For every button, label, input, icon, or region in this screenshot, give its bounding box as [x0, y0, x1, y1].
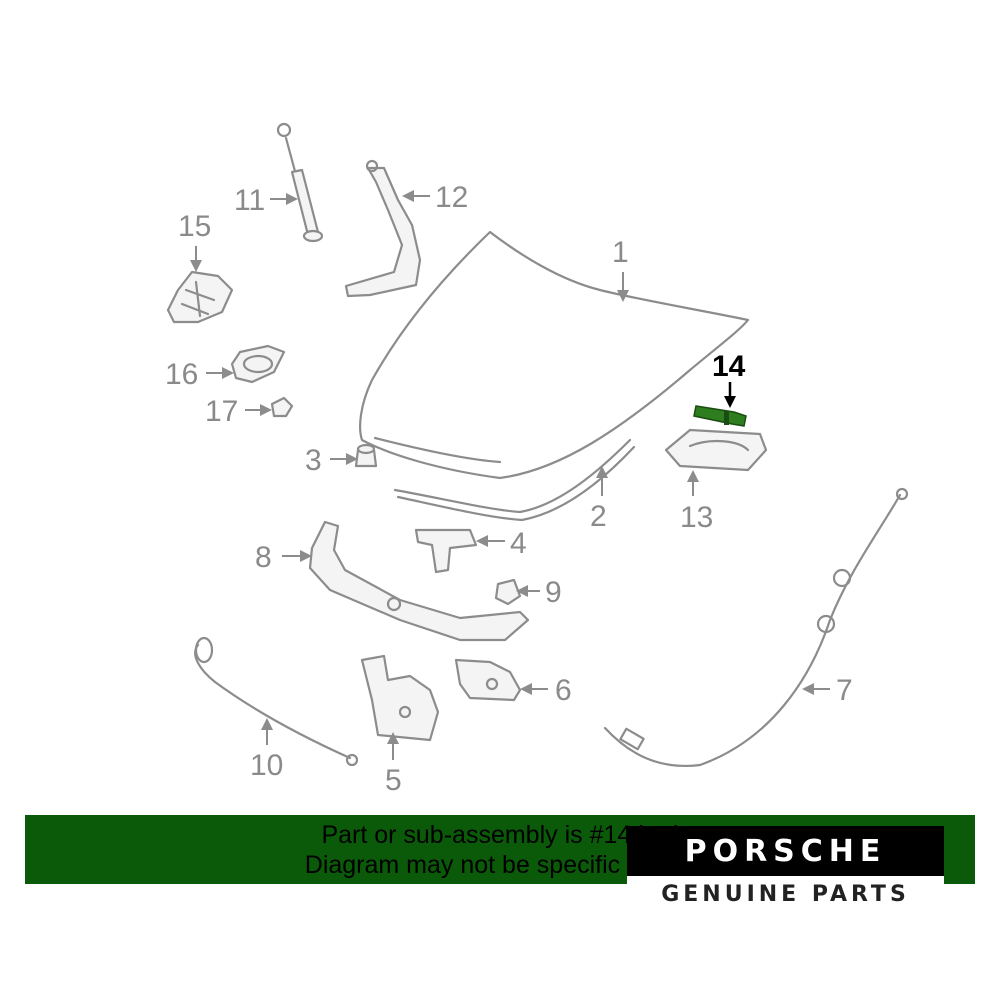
part-gas-strut[interactable] — [276, 122, 324, 243]
svg-text:10: 10 — [250, 749, 283, 782]
svg-text:6: 6 — [555, 674, 572, 707]
part-bracket[interactable] — [414, 528, 478, 574]
svg-text:13: 13 — [680, 501, 713, 534]
part-latch-bracket[interactable] — [454, 658, 522, 702]
svg-text:9: 9 — [545, 576, 562, 609]
callout-13: 13 — [680, 470, 713, 534]
svg-text:7: 7 — [836, 674, 853, 707]
svg-text:2: 2 — [590, 500, 607, 533]
part-grille[interactable] — [166, 270, 234, 324]
part-emergency-cable[interactable] — [194, 636, 359, 767]
svg-text:11: 11 — [234, 184, 265, 217]
logo-wordmark: PORSCHE — [684, 834, 887, 869]
part-lock-carrier[interactable] — [308, 520, 530, 642]
logo-subtitle: GENUINE PARTS — [661, 882, 910, 907]
callout-8: 8 — [255, 541, 312, 574]
callout-9: 9 — [516, 576, 562, 609]
part-trim-ring[interactable] — [230, 344, 286, 384]
callout-12: 12 — [402, 181, 468, 214]
callout-10: 10 — [250, 718, 283, 782]
callout-7: 7 — [802, 674, 853, 707]
callout-6: 6 — [520, 674, 572, 707]
svg-text:12: 12 — [435, 181, 468, 214]
callout-15: 15 — [178, 210, 211, 272]
svg-text:5: 5 — [385, 764, 402, 797]
svg-text:17: 17 — [205, 395, 238, 428]
callout-2: 2 — [590, 466, 608, 533]
part-clip[interactable] — [494, 578, 522, 606]
part-grommet[interactable] — [270, 396, 294, 418]
part-release-cable[interactable] — [603, 487, 909, 767]
callout-5: 5 — [385, 732, 402, 797]
callout-17: 17 — [205, 395, 272, 428]
svg-text:14: 14 — [712, 350, 746, 383]
callout-4: 4 — [476, 527, 527, 560]
part-hood-hinge[interactable] — [344, 159, 422, 298]
porsche-logo: PORSCHE GENUINE PARTS — [627, 826, 944, 910]
callout-1: 1 — [612, 236, 629, 302]
svg-text:1: 1 — [612, 236, 629, 269]
part-bumper-stop[interactable] — [354, 443, 378, 468]
svg-text:8: 8 — [255, 541, 272, 574]
banner-text-line1: Part or sub-assembly is #14 in d — [321, 821, 679, 849]
logo-wordmark-bar: PORSCHE — [627, 826, 944, 876]
part-hood-latch[interactable] — [360, 654, 440, 742]
callout-14: 14 — [712, 350, 746, 408]
part-hood[interactable] — [359, 230, 750, 480]
svg-text:4: 4 — [510, 527, 527, 560]
svg-text:15: 15 — [178, 210, 211, 243]
part-14-highlighted[interactable] — [693, 405, 747, 427]
svg-text:16: 16 — [165, 358, 198, 391]
callout-11: 11 — [234, 184, 298, 217]
callout-16: 16 — [165, 358, 234, 391]
svg-text:3: 3 — [305, 444, 322, 477]
callout-3: 3 — [305, 444, 358, 477]
part-lamp-housing[interactable] — [664, 428, 768, 472]
